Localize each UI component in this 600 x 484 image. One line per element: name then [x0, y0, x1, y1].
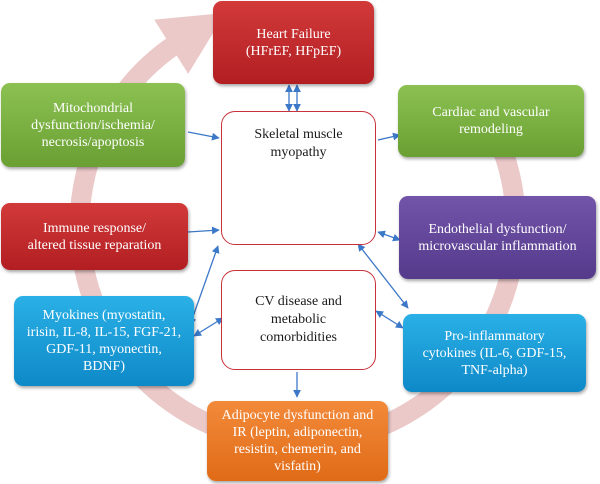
arrow-myokines-cv	[193, 317, 224, 337]
cv-disease-box: CV disease and metabolic comorbidities	[221, 270, 376, 370]
arrow-myokines-muscle	[188, 245, 220, 326]
mitochondrial-box: Mitochondrial dysfunction/ischemia/ necr…	[1, 83, 185, 167]
adipocyte-box: Adipocyte dysfunction and IR (leptin, ad…	[207, 401, 388, 481]
arrow-immune	[187, 226, 220, 235]
connector-arrows	[187, 84, 409, 398]
skeletal-muscle-label: Skeletal muscle myopathy	[254, 127, 343, 160]
cv-disease-label: CV disease and metabolic comorbidities	[255, 294, 342, 345]
arrow-mitochondrial	[187, 131, 220, 141]
arrow-cardiac-remodeling	[377, 132, 401, 141]
proinflammatory-box: Pro-inflammatory cytokines (IL-6, GDF-15…	[403, 314, 586, 392]
endothelial-box: Endothelial dysfunction/ microvascular i…	[399, 196, 596, 279]
skeletal-muscle-box: Skeletal muscle myopathy	[221, 111, 376, 245]
arrow-endothelial	[377, 230, 401, 242]
arrow-proinflammatory-muscle	[357, 243, 409, 309]
arrow-proinflammatory-cv	[375, 310, 404, 329]
myokines-box: Myokines (myostatin, irisin, IL-8, IL-15…	[14, 296, 194, 386]
immune-response-box: Immune response/ altered tissue reparati…	[1, 203, 188, 270]
cardiac-remodeling-box: Cardiac and vascular remodeling	[398, 85, 584, 157]
heart-failure-box: Heart Failure (HFrEF, HFpEF)	[213, 1, 374, 84]
